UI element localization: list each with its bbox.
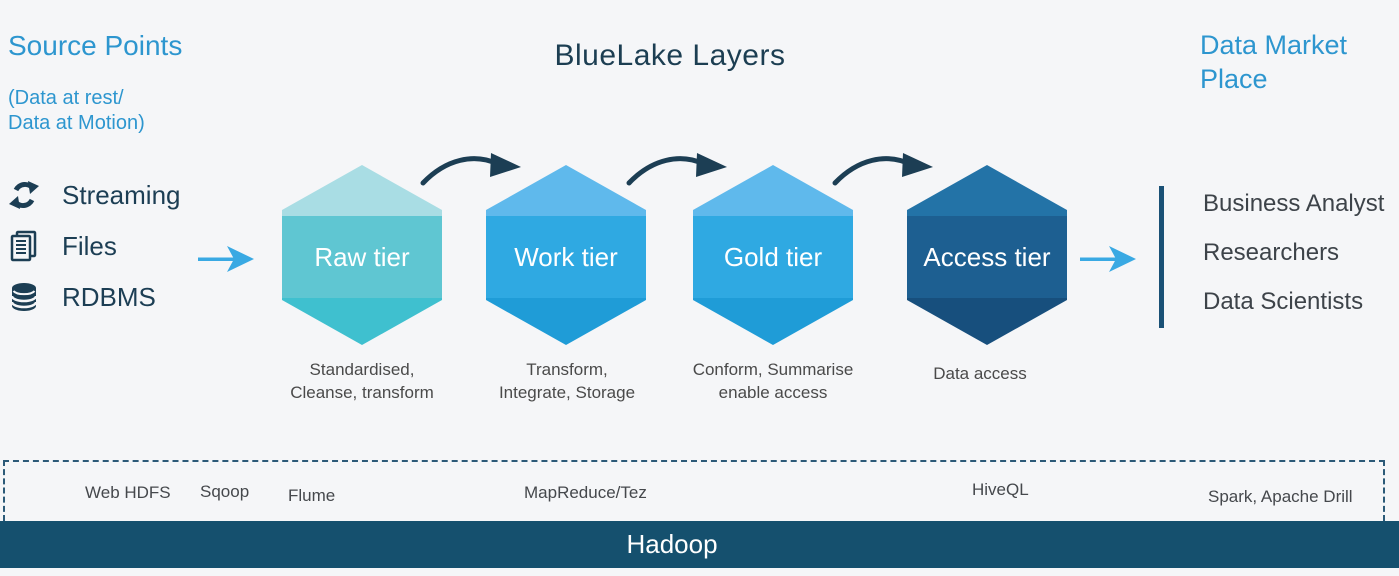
- curved-arrow-icon: [830, 150, 936, 193]
- inflow-arrow-icon: [198, 246, 254, 277]
- market-place-list: Business Analyst Researchers Data Scient…: [1203, 190, 1384, 316]
- hadoop-dashed-box: [3, 460, 1385, 521]
- hexagon-raw-tier: Raw tier: [282, 165, 442, 345]
- source-label: Streaming: [62, 179, 181, 210]
- tool-mapreduce-tez: MapReduce/Tez: [524, 483, 647, 502]
- outflow-arrow-icon: [1080, 246, 1136, 277]
- page-title: BlueLake Layers: [554, 39, 786, 72]
- hadoop-bar: Hadoop: [0, 521, 1399, 568]
- hadoop-bar-label: Hadoop: [626, 529, 718, 559]
- market-heading-line-1: Data Market: [1200, 30, 1348, 60]
- curved-arrow-icon: [418, 150, 524, 193]
- tier-label: Access tier: [923, 241, 1051, 272]
- source-label: RDBMS: [62, 281, 156, 312]
- curved-arrow-icon: [624, 150, 730, 193]
- list-item-rdbms: RDBMS: [8, 282, 181, 312]
- tool-sqoop: Sqoop: [200, 482, 250, 501]
- hexagon-work-tier: Work tier: [486, 165, 646, 345]
- source-points-list: Streaming Files: [8, 180, 181, 312]
- source-sub-line-1: (Data at rest/: [8, 87, 124, 109]
- hexagon-access-tier: Access tier: [907, 165, 1067, 345]
- source-sub-line-2: Data at Motion): [8, 112, 145, 134]
- tier-label: Gold tier: [723, 241, 823, 272]
- caption-gold-tier: Conform, Summarise enable access: [692, 360, 854, 402]
- caption-raw-tier: Standardised, Cleanse, transform: [290, 360, 434, 402]
- list-item-researchers: Researchers: [1203, 239, 1340, 266]
- hexagon-gold-tier: Gold tier: [693, 165, 853, 345]
- list-item-streaming: Streaming: [8, 180, 181, 210]
- tier-label: Raw tier: [314, 241, 410, 272]
- list-item-files: Files: [8, 230, 181, 262]
- data-market-place-heading: Data Market Place: [1200, 28, 1347, 96]
- database-icon: [8, 281, 40, 313]
- list-item-data-scientists: Data Scientists: [1203, 288, 1364, 315]
- source-points-heading: Source Points: [8, 30, 183, 61]
- tool-hiveql: HiveQL: [972, 480, 1029, 499]
- market-divider-bar: [1159, 186, 1164, 328]
- tool-flume: Flume: [288, 486, 336, 505]
- list-item-business-analyst: Business Analyst: [1203, 190, 1385, 217]
- caption-work-tier: Transform, Integrate, Storage: [498, 360, 636, 402]
- tool-web-hdfs: Web HDFS: [85, 483, 171, 502]
- tool-spark-apache-drill: Spark, Apache Drill: [1208, 487, 1353, 506]
- market-heading-line-2: Place: [1200, 64, 1268, 94]
- streaming-icon: [8, 179, 40, 211]
- source-label: Files: [62, 230, 117, 261]
- files-icon: [8, 230, 40, 262]
- tier-label: Work tier: [514, 241, 618, 272]
- source-points-subheading: (Data at rest/ Data at Motion): [8, 86, 145, 136]
- caption-access-tier: Data access: [933, 364, 1027, 383]
